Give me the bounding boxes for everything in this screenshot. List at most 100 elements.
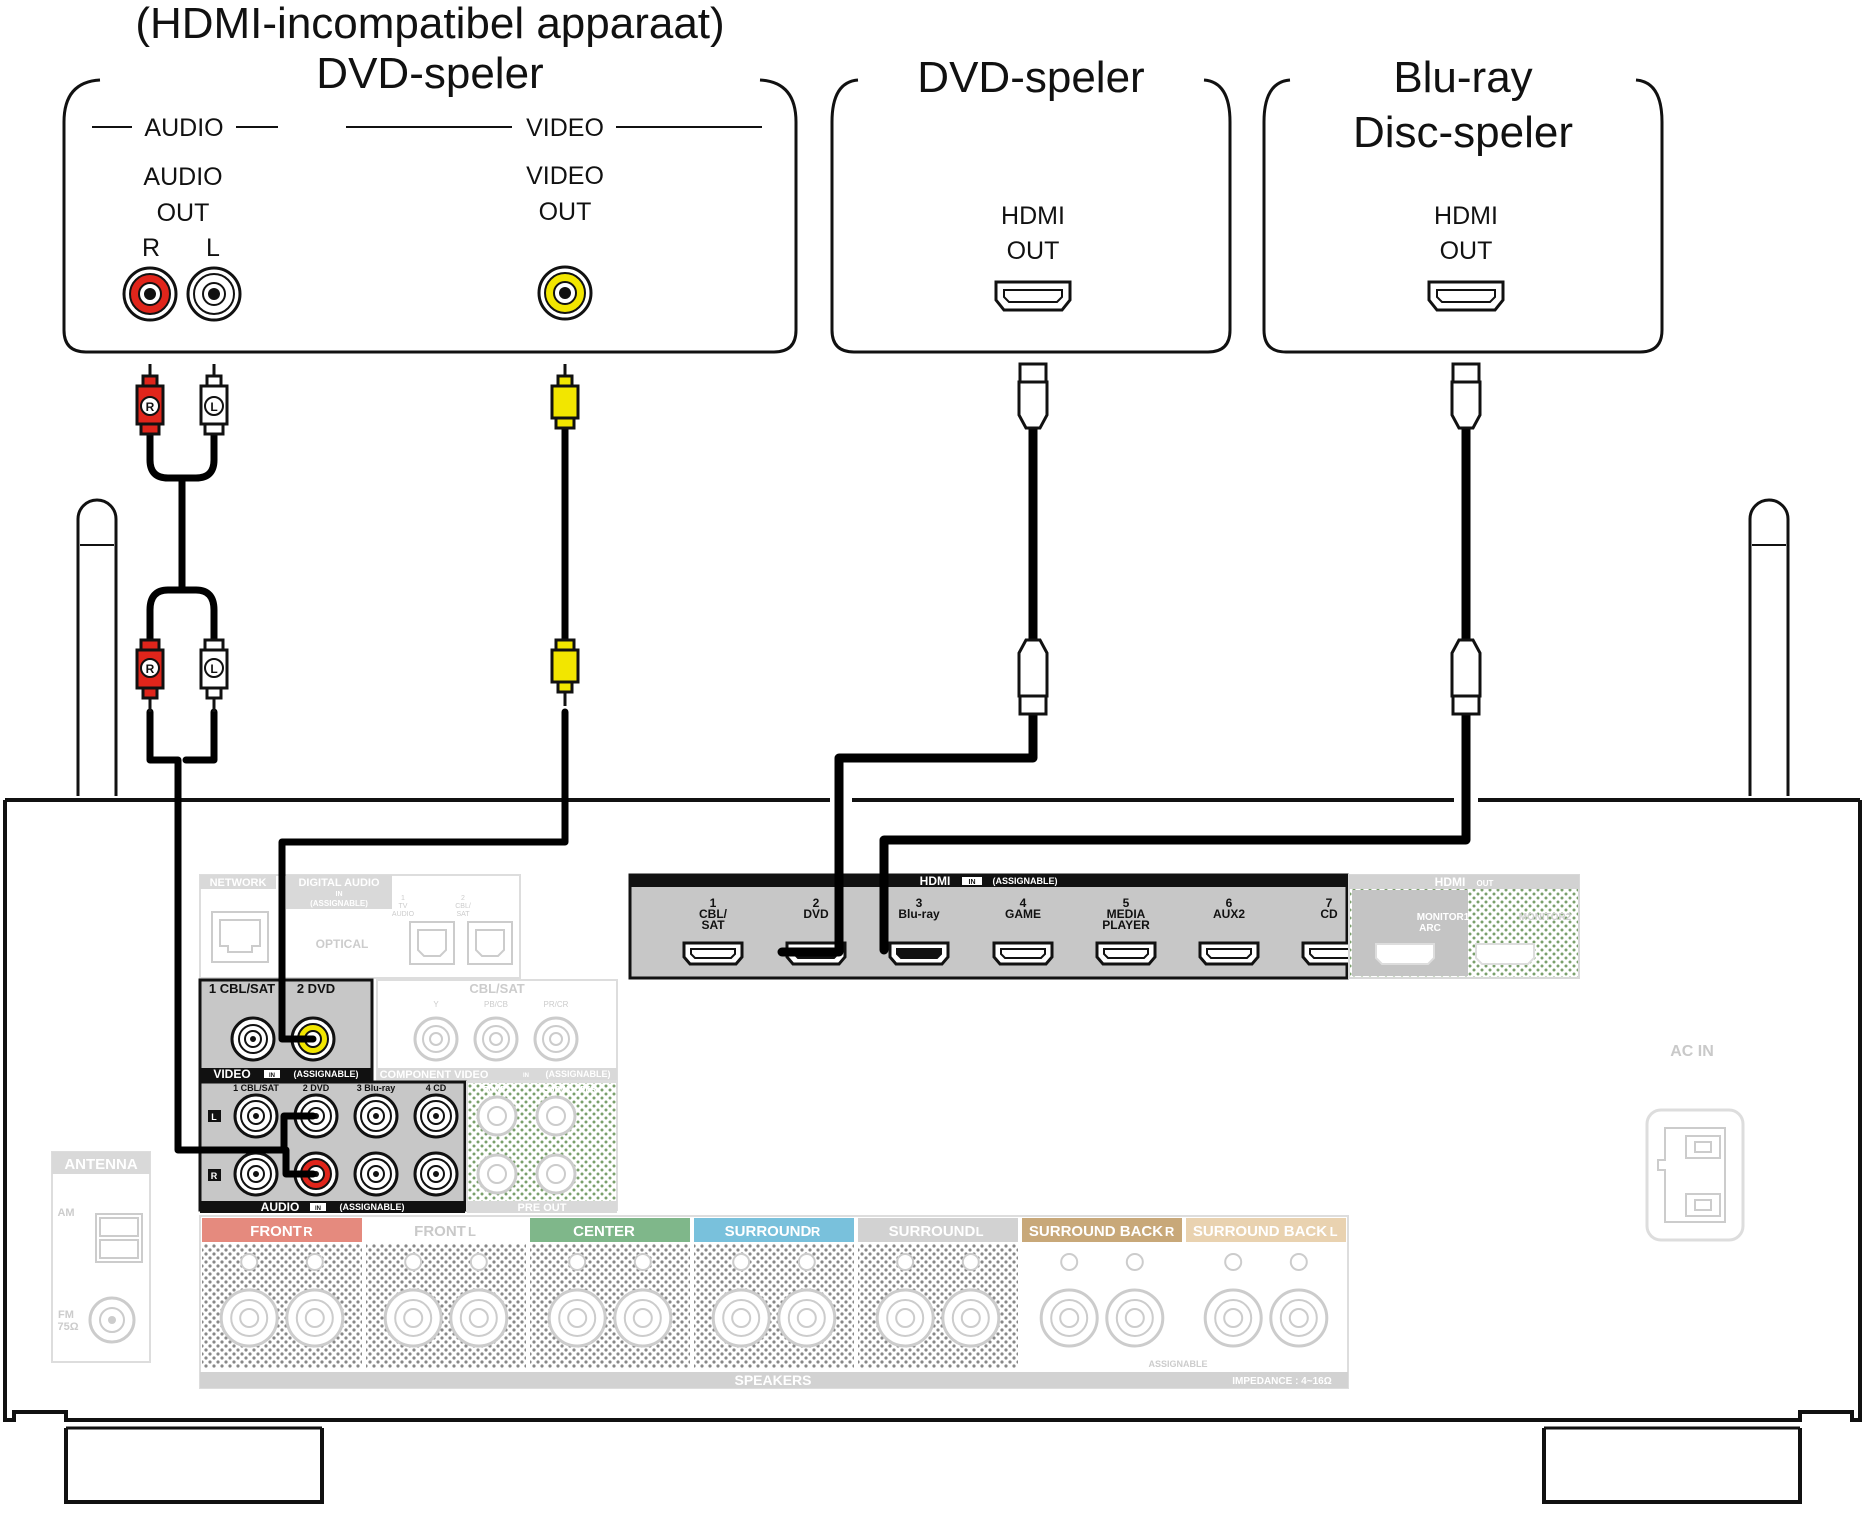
speaker-terminal-2-minus[interactable] [449, 1253, 509, 1348]
ac-in-socket[interactable] [1645, 1108, 1745, 1242]
bluray-hdmi-out-port[interactable] [1427, 280, 1505, 312]
zone2-r-jack[interactable] [476, 1153, 518, 1195]
hdmi-input-6-num: 6 [1226, 896, 1233, 910]
video-in-tag: IN [269, 1073, 275, 1079]
hdmi-in-port-5[interactable] [1095, 941, 1157, 966]
video-out-jack[interactable] [537, 265, 593, 321]
audio-in-r-jack-4[interactable] [413, 1151, 459, 1197]
video-in-panel: 1 CBL/SAT 2 DVD VIDEO IN (ASSIGNABLE) [198, 978, 374, 1082]
speaker-terminal-4-plus[interactable] [711, 1253, 771, 1348]
speaker-terminal-3-minus[interactable] [613, 1253, 673, 1348]
optical-port-1[interactable] [409, 921, 455, 965]
audio-label: AUDIO [261, 1200, 300, 1214]
speaker-terminal-6-minus[interactable] [1105, 1253, 1165, 1348]
hdmi-input-5-line1: MEDIA [1107, 907, 1146, 921]
hdmi-input-5-num: 5 [1123, 896, 1130, 910]
plug-r-label-top: R [146, 400, 155, 414]
speaker-side-2: L [468, 1224, 476, 1239]
network-digital-audio-panel: NETWORK DIGITAL AUDIO IN (ASSIGNABLE) 1 … [199, 874, 521, 979]
audio-in-l-jack-3[interactable] [353, 1093, 399, 1139]
subwoofer-1-jack[interactable] [535, 1095, 577, 1137]
speaker-label-2: FRONT [414, 1223, 466, 1240]
hdmi-plug-bluray-bottom [1450, 638, 1482, 716]
audio-in-label-4: 4 CD [426, 1083, 447, 1093]
legacy-device-note: (HDMI-incompatibel apparaat) [135, 0, 724, 48]
speaker-terminal-7-plus[interactable] [1203, 1253, 1263, 1348]
speaker-terminal-2-plus[interactable] [383, 1253, 443, 1348]
speaker-terminal-1-minus[interactable] [285, 1253, 345, 1348]
bluray-hdmi-label: HDMI [1434, 202, 1498, 230]
antenna-panel: ANTENNA AM FM 75Ω [51, 1151, 151, 1363]
optical-port-2[interactable] [467, 921, 513, 965]
audio-out-label: AUDIO [143, 163, 222, 191]
video-assignable: (ASSIGNABLE) [294, 1069, 359, 1079]
hdmi-monitor1-port[interactable] [1375, 943, 1435, 965]
audio-in-l-jack-4[interactable] [413, 1093, 459, 1139]
component-y-jack[interactable] [413, 1016, 459, 1062]
component-pb-label: PB/CB [484, 1000, 508, 1009]
network-label: NETWORK [210, 877, 267, 889]
speaker-terminal-7-minus[interactable] [1269, 1253, 1329, 1348]
speaker-terminal-6-plus[interactable] [1039, 1253, 1099, 1348]
hdmi-monitor2-port[interactable] [1475, 943, 1535, 965]
component-video-panel: CBL/SAT Y PB/CB PR/CR COMPONENT VIDEO IN… [376, 979, 618, 1081]
hdmi-input-3-num: 3 [916, 896, 923, 910]
am-terminal[interactable] [95, 1213, 143, 1263]
speaker-label-1: FRONT [250, 1223, 302, 1240]
plug-l-label-top: L [210, 400, 217, 414]
audio-r-label: R [142, 234, 160, 262]
video-out-label: VIDEO [526, 162, 604, 190]
video-section-label: VIDEO [526, 114, 604, 142]
video-in-cbl-sat-jack[interactable] [230, 1016, 276, 1062]
hdmi-input-3-line1: Blu-ray [898, 907, 940, 921]
impedance-label: IMPEDANCE : 4~16Ω [1232, 1376, 1331, 1387]
audio-out-l-jack[interactable] [186, 266, 242, 322]
legacy-dvd-player: (HDMI-incompatibel apparaat) DVD-speler … [62, 0, 798, 354]
subwoofer-label: SUBWOOFER [544, 1085, 597, 1094]
audio-in-l-jack-1[interactable] [233, 1093, 279, 1139]
dvd-hdmi-out-port[interactable] [994, 280, 1072, 312]
audio-in-r-tag: R [211, 1171, 218, 1181]
dvd-out-label: OUT [1007, 237, 1060, 265]
video-label: VIDEO [213, 1067, 250, 1081]
video-in-2-label: 2 DVD [297, 981, 335, 996]
hdmi-in-port-6[interactable] [1198, 941, 1260, 966]
component-pb-jack[interactable] [473, 1016, 519, 1062]
optical-1-label: 1 [401, 895, 405, 902]
audio-in-r-jack-3[interactable] [353, 1151, 399, 1197]
hdmi-input-4-line1: GAME [1005, 907, 1041, 921]
audio-out-r-jack[interactable] [122, 266, 178, 322]
hdmi-in-port-4[interactable] [992, 941, 1054, 966]
audio-out-label-2: OUT [157, 199, 210, 227]
audio-cable-r-route [146, 708, 317, 1178]
speaker-terminal-5-minus[interactable] [941, 1253, 1001, 1348]
speaker-terminal-4-minus[interactable] [777, 1253, 837, 1348]
hdmi-input-1-line2: SAT [701, 918, 725, 932]
component-pr-jack[interactable] [533, 1016, 579, 1062]
audio-cable-l-route-2 [280, 1112, 317, 1154]
component-title: CBL/SAT [469, 981, 524, 996]
audio-plug-l-top: L [199, 364, 229, 436]
audio-plug-r-top: R [135, 364, 165, 436]
bluray-out-label: OUT [1440, 237, 1493, 265]
speaker-terminal-3-plus[interactable] [547, 1253, 607, 1348]
speaker-label-4: SURROUND [725, 1223, 812, 1240]
hdmi-in-port-1[interactable] [682, 941, 744, 966]
subwoofer-2-jack[interactable] [535, 1153, 577, 1195]
zone2-l-jack[interactable] [476, 1095, 518, 1137]
hdmi-out-panel: HDMI OUT MONITOR1 ARC MONITOR2 [1348, 874, 1580, 979]
network-port[interactable] [211, 911, 269, 963]
speaker-label-3: CENTER [573, 1223, 635, 1240]
pre-out-label: PRE OUT [518, 1202, 567, 1214]
fm-terminal[interactable] [88, 1296, 136, 1344]
audio-in-label-3: 3 Blu-ray [357, 1083, 396, 1093]
speaker-terminal-1-plus[interactable] [219, 1253, 279, 1348]
speaker-terminal-5-plus[interactable] [875, 1253, 935, 1348]
audio-in-r-jack-1[interactable] [233, 1151, 279, 1197]
hdmi-cable-dvd-route [777, 710, 1038, 957]
fm-ohm-label: 75Ω [57, 1321, 78, 1333]
hdmi-in-port-3[interactable] [888, 941, 950, 966]
